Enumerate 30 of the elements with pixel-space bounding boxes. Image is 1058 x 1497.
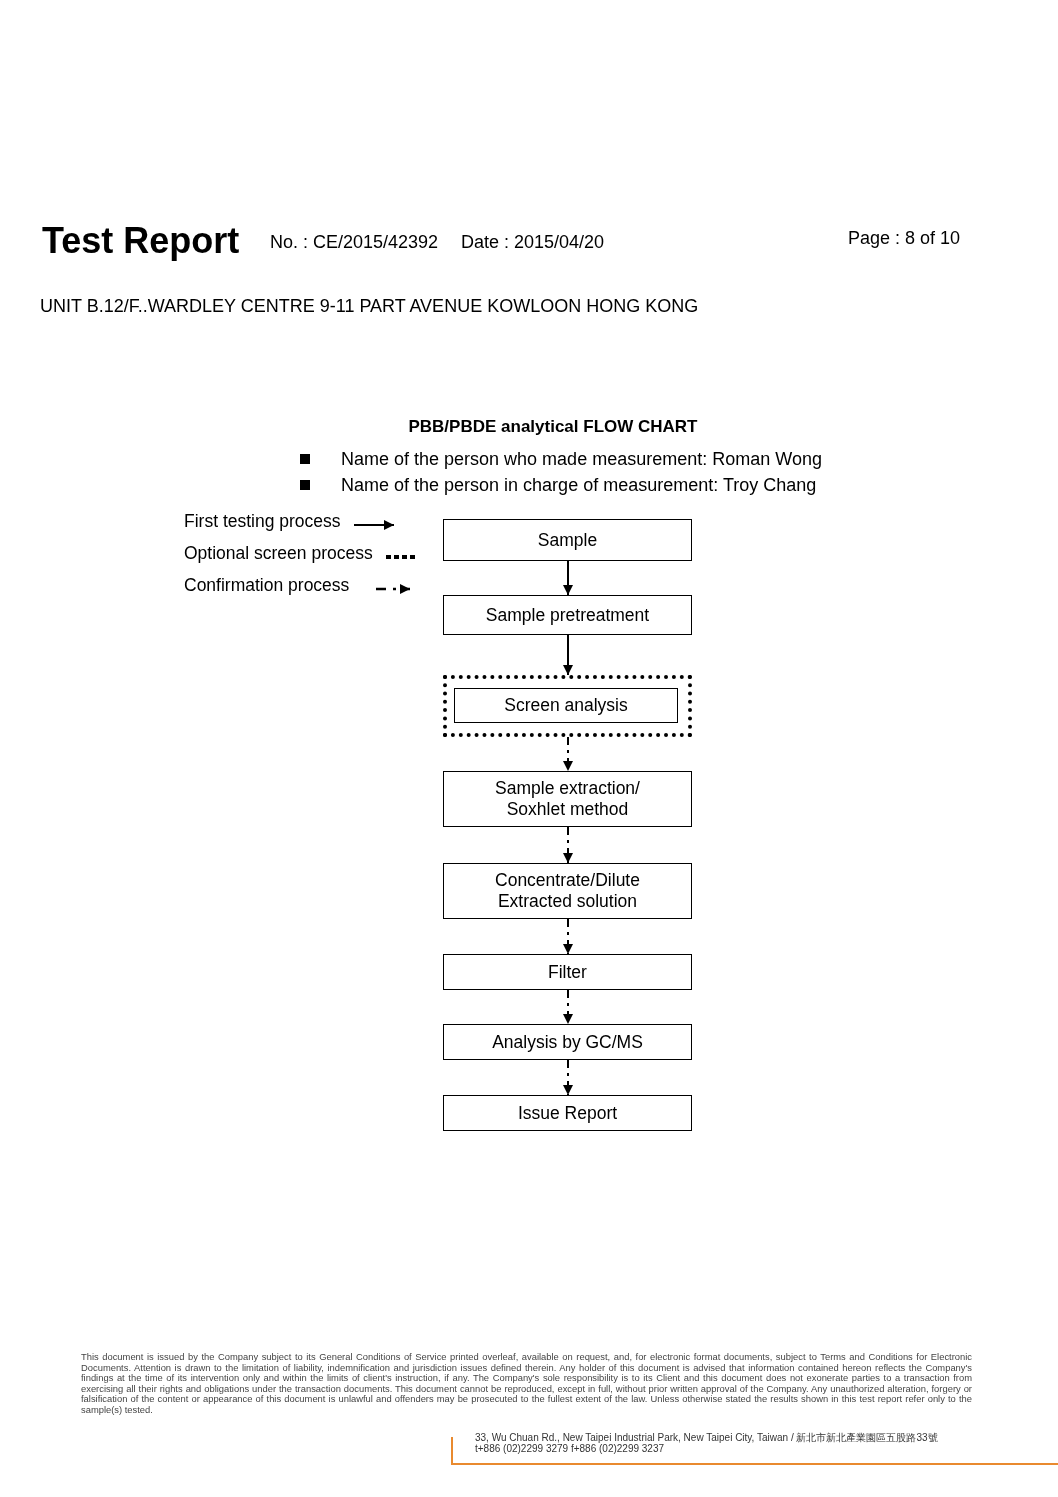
process-box: Analysis by GC/MS: [443, 1024, 692, 1060]
arrow: [563, 826, 573, 864]
process-box: Sample extraction/ Soxhlet method: [443, 771, 692, 827]
process-box: Filter: [443, 954, 692, 990]
process-box: Sample: [443, 519, 692, 561]
legend-label: Confirmation process: [184, 575, 350, 596]
address-text: UNIT B.12/F..WARDLEY CENTRE 9-11 PART AVENUE KOWLOON HONG KONG: [40, 296, 699, 317]
arrow: [563, 1059, 573, 1096]
process-box: Concentrate/Dilute Extracted solution: [443, 863, 692, 919]
arrow: [563, 989, 573, 1025]
arrow: [563, 918, 573, 955]
arrow: [563, 634, 573, 676]
report-title: Test Report: [42, 220, 240, 262]
process-box: Issue Report: [443, 1095, 692, 1131]
bullet-text: Name of the person in charge of measurement: Troy Chang: [341, 475, 817, 496]
contact-text: t+886 (02)2299 3279 f+886 (02)2299 3237: [475, 1443, 665, 1454]
process-box: Sample pretreatment: [443, 595, 692, 635]
dotted-frame: [443, 675, 692, 737]
arrow: [563, 736, 573, 772]
page-number: Page : 8 of 10: [848, 228, 961, 249]
chart-title: PBB/PBDE analytical FLOW CHART: [407, 417, 699, 437]
report-date: Date : 2015/04/20: [461, 232, 605, 253]
address-text: 33, Wu Chuan Rd., New Taipei Industrial Park, New Taipei City, Taiwan / 新北市新北產業園區五股路33號: [475, 1432, 938, 1443]
legend-label: First testing process: [184, 511, 341, 532]
arrow: [563, 560, 573, 596]
bullet-text: Name of the person who made measurement: Roman Wong: [341, 449, 822, 470]
disclaimer-text: This document is issued by the Company subject to its General Conditions of Service printed overleaf, available on request, and, for electronic format documents, subject to Terms and Conditions for Electronic Documents. Attention is drawn to the limitation of liability, indemnification and jurisdiction issues defined therein. Any holder of this document is advised that information contained hereon reflects the Company's findings at the time of its intervention only and within the limits of client's instruction, if any. The Company's sole responsibility is to its Client and this document does not exonerate parties to a transaction from exercising all their rights and obligations under the transaction documents. This document cannot be reproduced, except in full, without prior written approval of the Company. Any unauthorized alteration, forgery or falsification of the content or appearance of this document is unlawful and offenders may be prosecuted to the fullest extent of the law. Unless otherwise stated the results shown in this test report refer only to the sample(s) tested.: [81, 1352, 972, 1416]
process-box: Screen analysis: [454, 688, 678, 723]
report-number: No. : CE/2015/42392: [270, 232, 439, 253]
legend-label: Optional screen process: [184, 543, 373, 564]
